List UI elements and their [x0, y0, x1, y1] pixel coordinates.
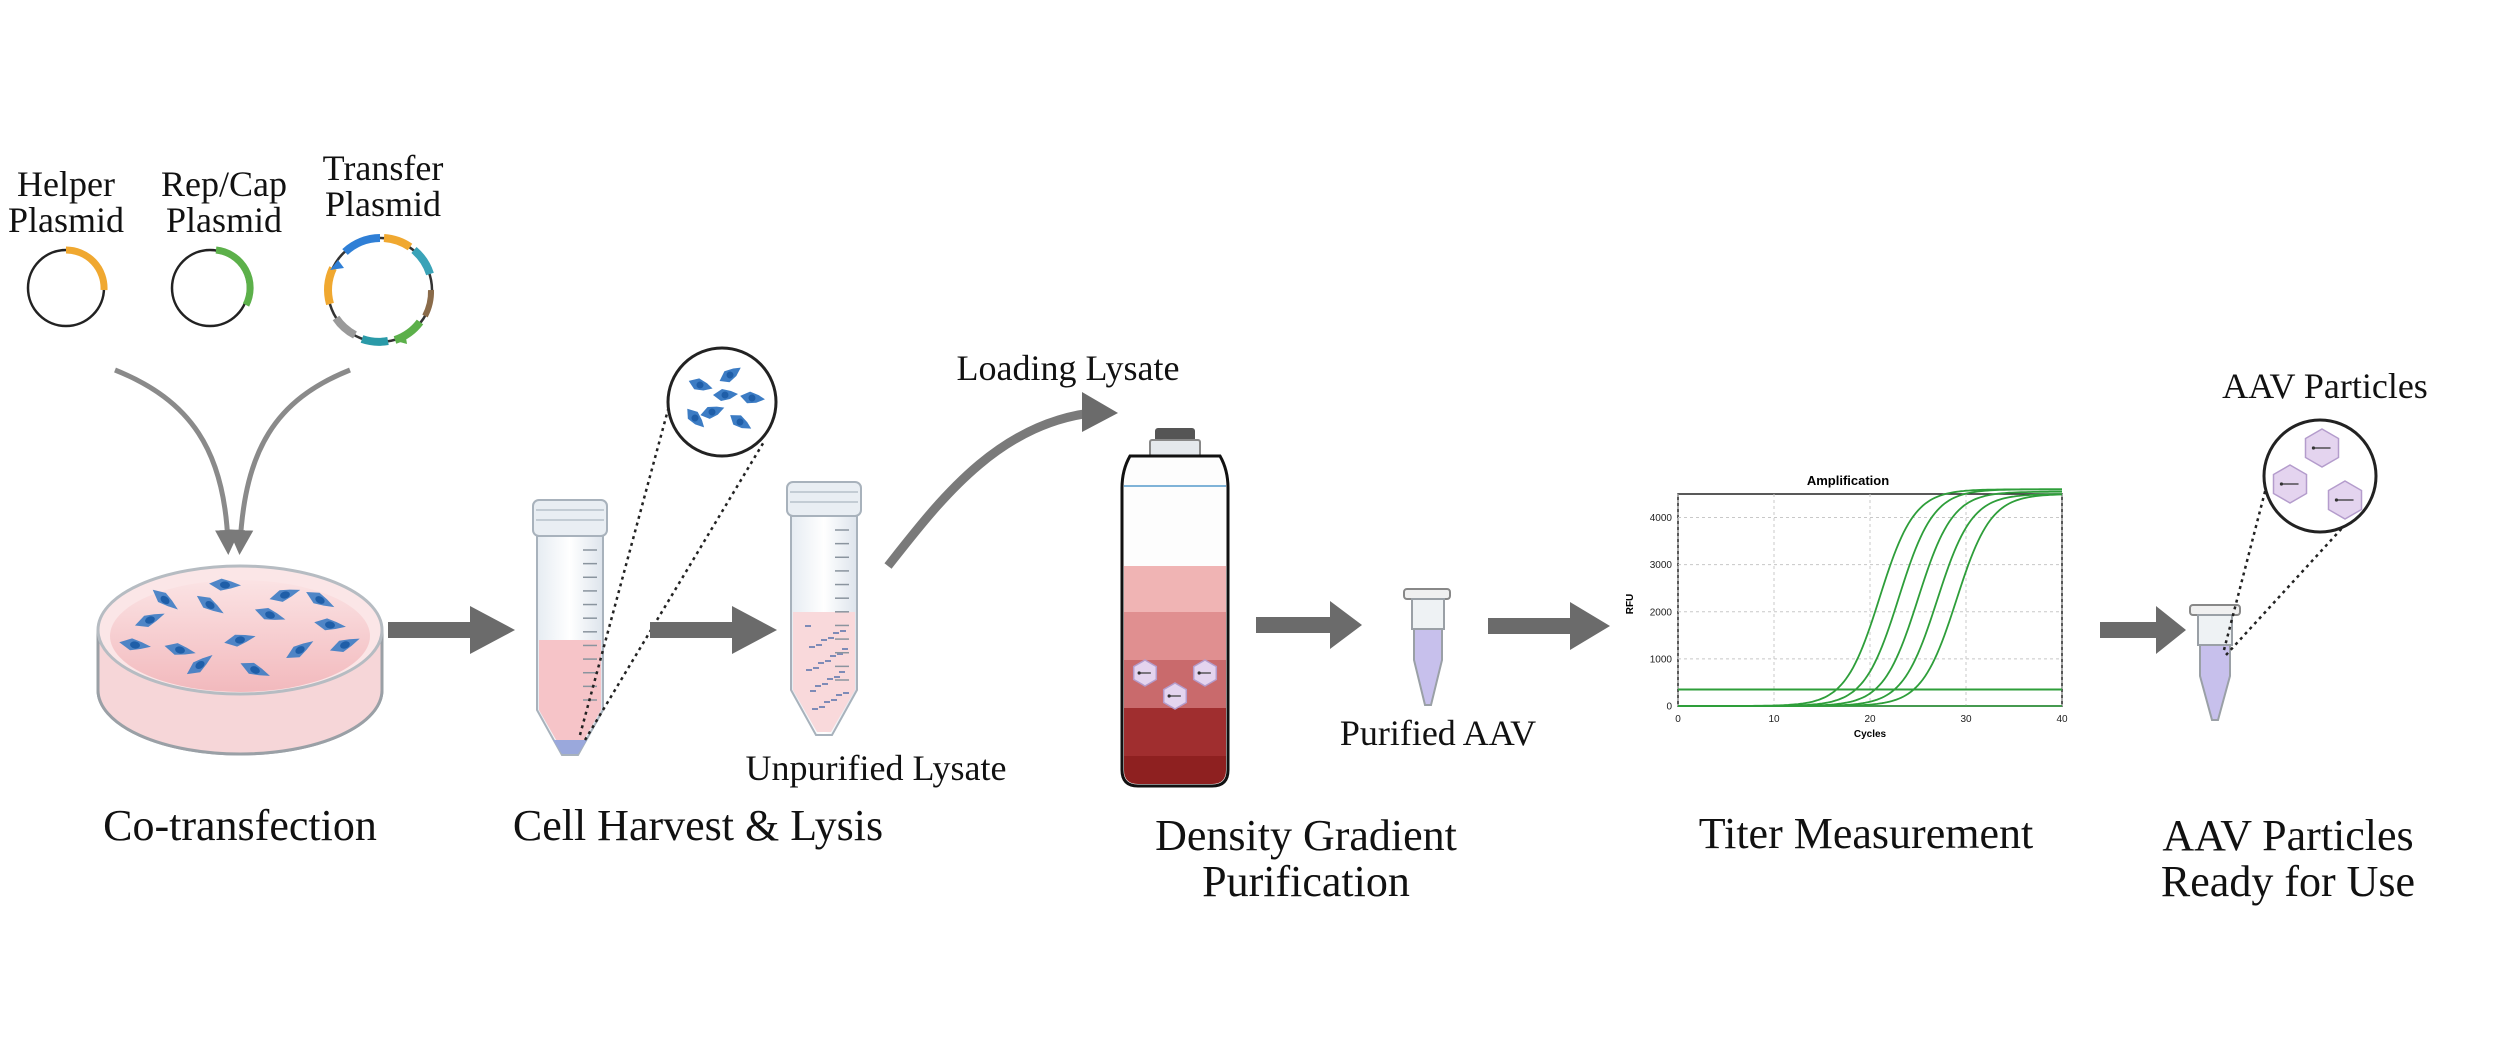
cell [286, 641, 314, 658]
y-ticks: 0 1000 2000 3000 4000 [1650, 513, 1673, 712]
repcap-plasmid: Rep/Cap Plasmid [161, 164, 287, 328]
cell [719, 367, 741, 383]
y-tick-label: 3000 [1650, 560, 1673, 571]
cell-zoom [578, 346, 778, 741]
loading-arrow [884, 407, 1101, 569]
petri-dish [96, 564, 384, 756]
cell [700, 406, 725, 419]
aav-particles-label: AAV Particles [2222, 366, 2428, 406]
cell [314, 618, 346, 631]
conical-tube-harvest [532, 499, 608, 756]
unpurified-lysate-label: Unpurified Lysate [746, 748, 1007, 788]
y-tick-label: 0 [1666, 702, 1672, 713]
cell [687, 408, 705, 428]
cell [740, 391, 765, 404]
cell [196, 595, 224, 614]
cell [254, 607, 286, 620]
aav-capsid [2304, 428, 2340, 468]
step-density-label-1: Density Gradient [1155, 811, 1457, 860]
density-gradient-bottle [1120, 428, 1230, 788]
y-tick-label: 2000 [1650, 607, 1673, 618]
y-axis-label: RFU [1625, 594, 1636, 615]
helper-plasmid-gene [65, 246, 108, 291]
cell [152, 589, 178, 610]
x-tick-label: 20 [1864, 714, 1876, 725]
chart-title: Amplification [1807, 473, 1889, 488]
step-ready-label-1: AAV Particles [2162, 811, 2413, 860]
arrow-3 [1256, 601, 1362, 649]
amplification-chart: Amplification 0 10 20 30 40 0 1000 2000 3000 400… [1625, 473, 2068, 740]
x-tick-label: 0 [1675, 714, 1681, 725]
cell [269, 589, 301, 602]
transfer-plasmid-label-2: Plasmid [325, 184, 441, 224]
x-tick-label: 30 [1960, 714, 1972, 725]
repcap-plasmid-label-1: Rep/Cap [161, 164, 287, 204]
x-axis-label: Cycles [1854, 729, 1887, 740]
arrow-1 [388, 606, 515, 654]
aav-capsid [1192, 659, 1218, 687]
cell [224, 634, 256, 647]
dish-cells [119, 578, 360, 676]
final-vial [2189, 604, 2241, 721]
helper-plasmid-label-2: Plasmid [8, 200, 124, 240]
cell [306, 592, 335, 608]
step-ready-label-2: Ready for Use [2161, 857, 2415, 906]
aav-capsid [1132, 659, 1158, 687]
cell [329, 638, 360, 653]
aav-capsid [2327, 480, 2363, 520]
x-tick-label: 40 [2056, 714, 2068, 725]
x-tick-label: 10 [1768, 714, 1780, 725]
transfer-plasmid-label-1: Transfer [323, 148, 444, 188]
purified-aav-label: Purified AAV [1340, 713, 1536, 753]
step-density-label-2: Purification [1202, 857, 1410, 906]
cell [713, 389, 738, 401]
helper-plasmid-label-1: Helper [17, 164, 115, 204]
loading-lysate-label: Loading Lysate [957, 348, 1180, 388]
repcap-plasmid-label-2: Plasmid [166, 200, 282, 240]
cell [186, 655, 213, 675]
step-cotransfection-label: Co-transfection [103, 801, 377, 850]
x-ticks: 0 10 20 30 40 [1675, 714, 2068, 725]
cell [134, 613, 165, 628]
aav-capsid [1162, 682, 1188, 710]
cell [730, 415, 752, 429]
step-harvest-label: Cell Harvest & Lysis [513, 801, 883, 850]
step-titer-label: Titer Measurement [1699, 809, 2033, 858]
conical-tube-lysate [786, 481, 862, 736]
y-tick-label: 4000 [1650, 513, 1673, 524]
cell [688, 378, 713, 391]
purified-vial [1403, 588, 1451, 706]
aav-capsid [2272, 464, 2308, 504]
cell [164, 643, 196, 655]
aav-zoom [2222, 418, 2378, 656]
arrow-4 [1488, 602, 1610, 650]
cell [209, 578, 242, 591]
plasmid-arrows [114, 367, 351, 555]
cell [240, 662, 270, 676]
arrow-2 [650, 606, 777, 654]
transfer-plasmid: Transfer Plasmid [323, 148, 444, 346]
helper-plasmid: Helper Plasmid [8, 164, 124, 328]
y-tick-label: 1000 [1650, 654, 1673, 665]
arrow-5 [2100, 606, 2186, 654]
cell [119, 638, 151, 651]
repcap-plasmid-gene [215, 246, 254, 307]
loading-arrow-head [1082, 392, 1118, 432]
series-lines [1678, 488, 2062, 707]
